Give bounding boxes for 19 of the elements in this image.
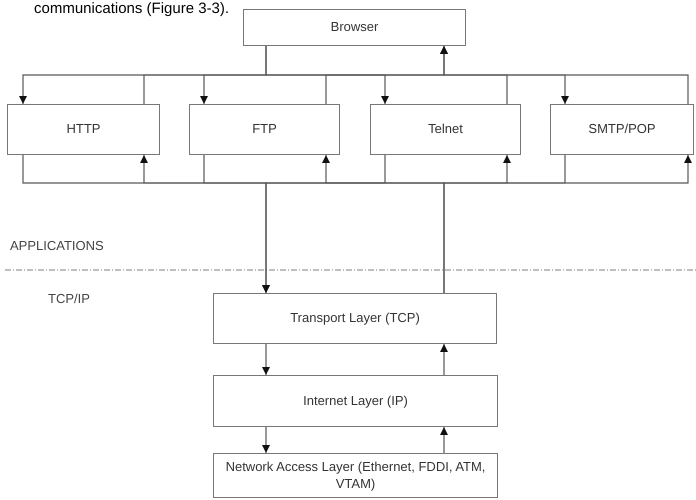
layer-box: Internet Layer (IP)	[213, 375, 498, 427]
arrow	[440, 427, 448, 453]
layer-box: Browser	[243, 9, 466, 46]
layer-label: TCP/IP	[48, 291, 90, 308]
arrow	[262, 427, 270, 453]
arrow	[440, 46, 689, 104]
layer-box: Network Access Layer (Ethernet, FDDI, ATM, VTAM)	[213, 453, 498, 498]
arrow	[262, 344, 270, 375]
arrow	[440, 344, 448, 375]
layer-box: Transport Layer (TCP)	[213, 293, 497, 344]
caption-text: communications (Figure 3-3).	[34, 0, 230, 19]
layer-box: FTP	[189, 104, 340, 155]
layer-box: SMTP/POP	[550, 104, 694, 155]
layer-box: HTTP	[7, 104, 160, 155]
arrow	[265, 46, 569, 104]
arrow	[262, 155, 566, 293]
arrow	[443, 155, 692, 293]
layer-box: Telnet	[370, 104, 521, 155]
layer-label: APPLICATIONS	[10, 238, 104, 254]
